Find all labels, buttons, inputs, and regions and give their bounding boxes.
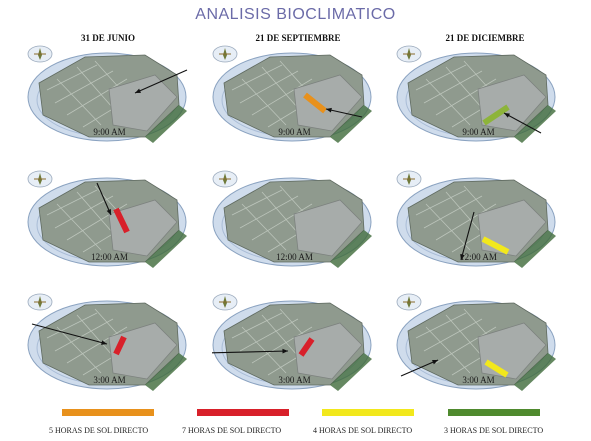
plaza-area <box>108 322 178 380</box>
compass-icon <box>212 293 238 311</box>
site-model <box>396 300 556 391</box>
plaza-area <box>293 199 363 257</box>
column-heading-december: 21 DE DICIEMBRE <box>445 33 525 43</box>
compass-icon <box>396 45 422 63</box>
site-model <box>396 52 556 143</box>
arrow-head <box>504 113 510 118</box>
legend-label-3-hours: 3 HORAS DE SOL DIRECTO <box>444 426 544 435</box>
arrow-head <box>101 340 107 345</box>
arrow-head <box>432 360 438 365</box>
sun-hours-stripe <box>303 92 327 114</box>
site-panel-r2c0: 3:00 AM <box>27 293 192 403</box>
time-label: 12:00 AM <box>91 252 128 262</box>
compass-icon <box>396 170 422 188</box>
plaza-area <box>293 322 363 380</box>
time-label: 9:00 AM <box>462 127 495 137</box>
compass-icon <box>27 293 53 311</box>
legend-label-4-hours: 4 HORAS DE SOL DIRECTO <box>313 426 413 435</box>
plaza-area <box>108 74 178 132</box>
site-model <box>212 177 372 268</box>
time-label: 3:00 AM <box>93 375 126 385</box>
column-heading-june: 31 DE JUNIO <box>80 33 135 43</box>
site-model <box>212 300 372 391</box>
sun-direction-arrow <box>460 211 475 261</box>
sun-hours-stripe <box>481 236 510 255</box>
time-label: 9:00 AM <box>93 127 126 137</box>
time-label: 3:00 AM <box>462 375 495 385</box>
sun-hours-stripe <box>298 337 315 357</box>
compass-icon <box>27 170 53 188</box>
site-panel-r1c1: 12:00 AM <box>212 170 377 280</box>
site-panel-r0c2: 9:00 AM <box>396 45 561 155</box>
sun-direction-arrow <box>134 69 188 94</box>
site-panel-r2c1: 3:00 AM <box>212 293 377 403</box>
sun-hours-stripe <box>482 104 510 126</box>
time-label: 3:00 AM <box>278 375 311 385</box>
arrow-head <box>460 254 465 260</box>
legend-label-7-hours: 7 HORAS DE SOL DIRECTO <box>182 426 282 435</box>
compass-icon <box>212 45 238 63</box>
sun-hours-stripe <box>484 359 509 378</box>
sun-direction-arrow <box>96 182 112 216</box>
sun-direction-arrow <box>400 359 439 377</box>
arrow-head <box>282 348 288 354</box>
arrow-head <box>326 107 332 113</box>
site-panel-r2c2: 3:00 AM <box>396 293 561 403</box>
site-model <box>27 300 187 391</box>
site-model <box>212 52 372 143</box>
sun-direction-arrow <box>325 108 363 118</box>
site-panel-r1c2: 12:00 AM <box>396 170 561 280</box>
legend-swatch-5-hours <box>62 409 154 416</box>
sun-direction-arrow <box>31 323 108 345</box>
legend-swatch-4-hours <box>322 409 414 416</box>
site-panel-r0c1: 9:00 AM <box>212 45 377 155</box>
site-panel-r0c0: 9:00 AM <box>27 45 192 155</box>
time-label: 12:00 AM <box>276 252 313 262</box>
site-model <box>396 177 556 268</box>
site-model <box>27 52 188 143</box>
legend-swatch-7-hours <box>197 409 289 416</box>
time-label: 12:00 AM <box>460 252 497 262</box>
sun-hours-stripe <box>113 335 127 356</box>
page-title: ANALISIS BIOCLIMATICO <box>195 6 396 23</box>
legend-label-5-hours: 5 HORAS DE SOL DIRECTO <box>49 426 149 435</box>
plaza-area <box>108 199 178 257</box>
sun-direction-arrow <box>212 350 289 354</box>
time-label: 9:00 AM <box>278 127 311 137</box>
sun-direction-arrow <box>503 112 542 134</box>
column-heading-september: 21 DE SEPTIEMBRE <box>255 33 341 43</box>
sun-hours-stripe <box>113 207 130 234</box>
legend-swatch-3-hours <box>448 409 540 416</box>
compass-icon <box>396 293 422 311</box>
site-panel-r1c0: 12:00 AM <box>27 170 192 280</box>
compass-icon <box>27 45 53 63</box>
arrow-head <box>106 209 111 215</box>
compass-icon <box>212 170 238 188</box>
site-model <box>27 177 187 268</box>
arrow-head <box>135 88 141 93</box>
